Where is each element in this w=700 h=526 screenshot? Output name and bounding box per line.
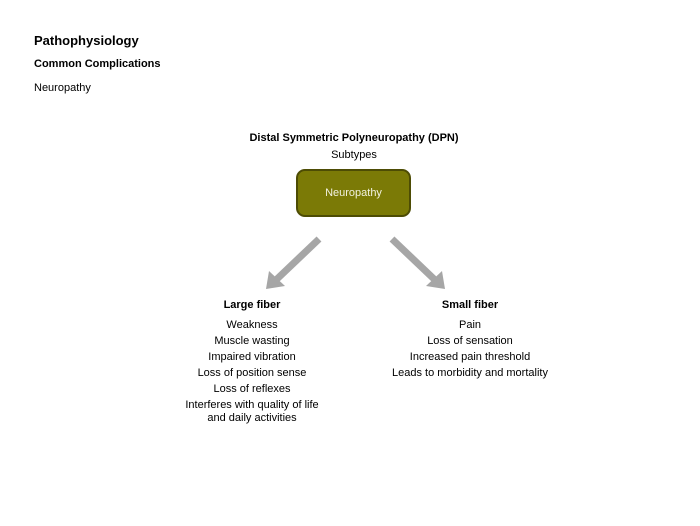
diagram-subtitle: Subtypes <box>331 149 377 161</box>
large-fiber-item: Interferes with quality of life <box>185 399 319 411</box>
small-fiber-item: Pain <box>458 319 482 331</box>
topic-label: Neuropathy <box>34 82 91 94</box>
section-title: Pathophysiology <box>34 33 139 48</box>
large-fiber-item: Weakness <box>226 319 278 331</box>
small-fiber-item: Leads to morbidity and mortality <box>392 367 548 379</box>
large-fiber-item: Loss of reflexes <box>213 383 291 395</box>
diagram-title: Distal Symmetric Polyneuropathy (DPN) <box>249 132 459 144</box>
large-fiber-item: Muscle wasting <box>214 335 290 347</box>
small-fiber-item: Loss of sensation <box>427 335 513 347</box>
neuropathy-node: Neuropathy <box>296 169 411 217</box>
neuropathy-node-label: Neuropathy <box>325 187 382 199</box>
small-fiber-item: Increased pain threshold <box>409 351 531 363</box>
large-fiber-heading: Large fiber <box>223 299 281 311</box>
left-arrow <box>266 236 322 289</box>
large-fiber-branch: Large fiber Weakness Muscle wasting Impa… <box>162 297 342 425</box>
small-fiber-branch: Small fiber Pain Loss of sensation Incre… <box>380 297 560 381</box>
large-fiber-item: Impaired vibration <box>208 351 296 363</box>
large-fiber-item: and daily activities <box>207 412 297 424</box>
large-fiber-list: Weakness Muscle wasting Impaired vibrati… <box>162 317 342 425</box>
small-fiber-heading: Small fiber <box>441 299 499 311</box>
small-fiber-list: Pain Loss of sensation Increased pain th… <box>380 317 560 381</box>
large-fiber-item: Loss of position sense <box>197 367 307 379</box>
subsection-title: Common Complications <box>34 58 161 70</box>
right-arrow <box>389 236 445 289</box>
